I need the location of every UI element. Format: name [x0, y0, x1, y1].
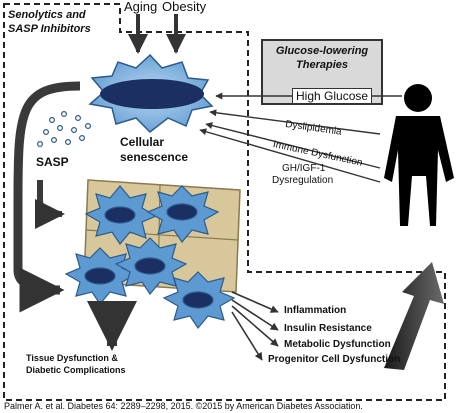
outcome-insulin-resistance: Insulin Resistance: [284, 323, 372, 334]
outcome-progenitor-cell-dysfunction: Progenitor Cell Dysfunction: [268, 354, 401, 365]
outcome-arrows: [231, 291, 279, 361]
tissue-dysfunction-label-2: Diabetic Complications: [26, 365, 126, 375]
senolytics-title-2: SASP Inhibitors: [8, 23, 91, 35]
glucose-therapies-title-1: Glucose-lowering: [275, 45, 369, 57]
sasp-curve-arrow: [13, 81, 81, 313]
feedback-arrow: [384, 262, 444, 370]
sasp-dots: [36, 110, 91, 148]
senescence-label: senescence: [120, 150, 189, 164]
tissue-cells: [64, 185, 236, 330]
glucose-therapies-title-2: Therapies: [296, 59, 348, 71]
tissue-dysfunction-label-1: Tissue Dysfunction &: [26, 353, 118, 363]
high-glucose-label: High Glucose: [292, 88, 373, 104]
gh-igf-label-1: GH/IGF-1: [282, 163, 326, 174]
obesity-label: Obesity: [162, 0, 207, 14]
senolytics-title-1: Senolytics and: [8, 9, 86, 21]
senolytics-dashed-border: [3, 3, 446, 401]
outcome-metabolic-dysfunction: Metabolic Dysfunction: [284, 339, 391, 350]
gh-igf-label-2: Dysregulation: [272, 175, 334, 186]
outcome-inflammation: Inflammation: [284, 305, 347, 316]
cellular-label: Cellular: [120, 135, 165, 149]
aging-label: Aging: [124, 0, 158, 14]
citation: Palmer A. et al. Diabetes 64: 2289–2298,…: [4, 401, 363, 411]
sasp-label: SASP: [36, 155, 69, 169]
cell-nucleus: [100, 79, 204, 109]
person-silhouette: [384, 84, 454, 226]
sasp-down-arrow: [34, 180, 65, 229]
